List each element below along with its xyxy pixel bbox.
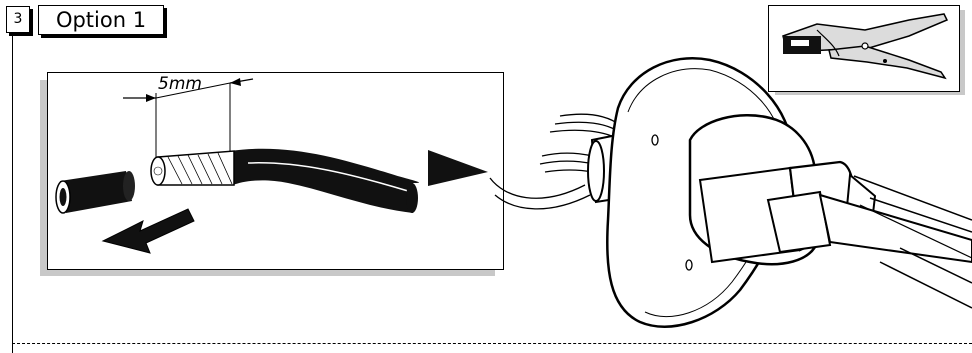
- wire-strippers-icon: [769, 6, 959, 91]
- tool-inset: [768, 5, 960, 92]
